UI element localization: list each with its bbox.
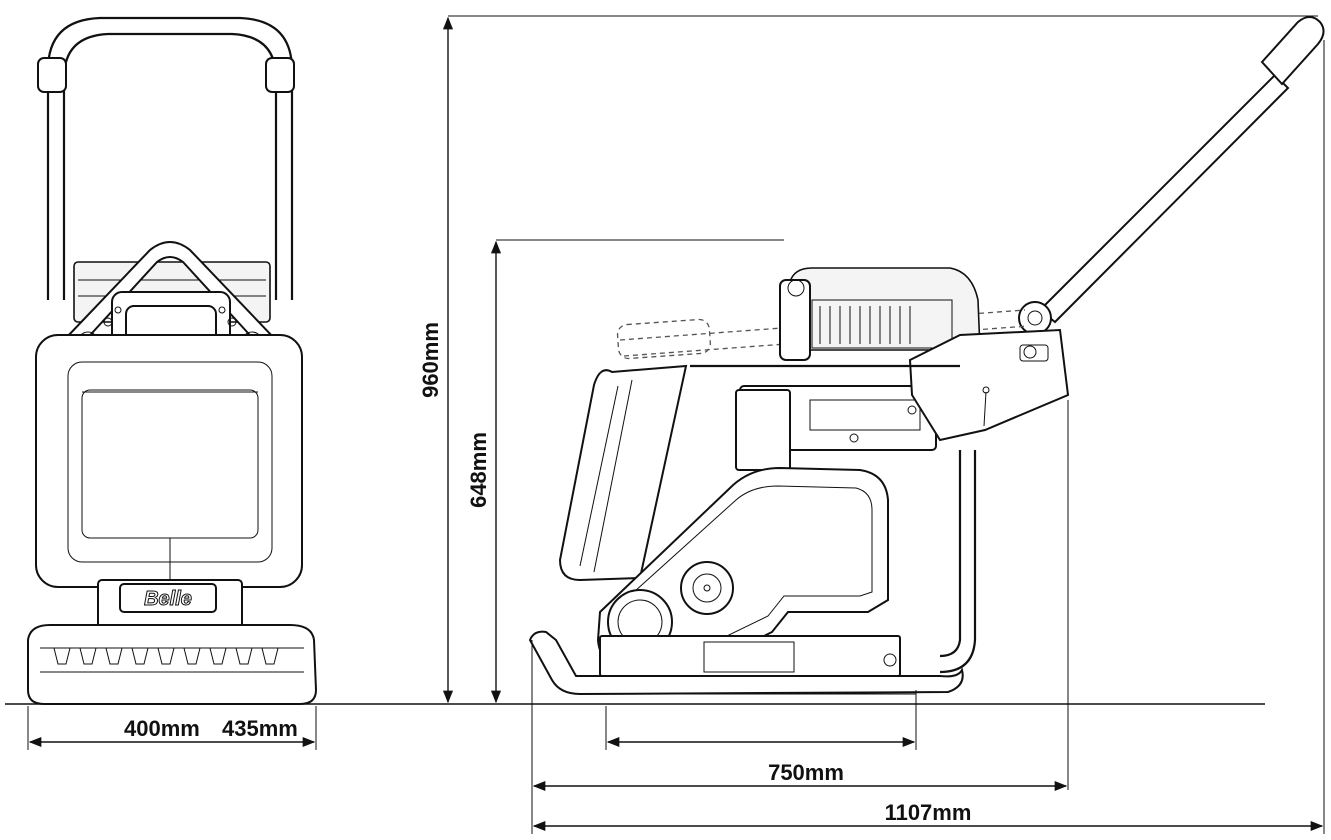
outer-width-label: 435mm [222,716,298,741]
dim-overall-length: 1107mm [532,40,1325,834]
dim-machine-length [531,400,1069,834]
dim-machine-height: 648mm [466,239,784,704]
front-guard [35,334,303,588]
dim-front-width: 400mm 435mm [27,706,317,750]
base-width-label: 400mm [124,716,200,741]
brand-label: Belle [144,588,192,610]
side-view [528,16,1325,705]
dim-overall-height: 960mm [418,15,1318,704]
front-base-plate [27,624,318,705]
overall-height-label: 960mm [418,322,443,398]
side-base-plate [528,630,964,705]
front-view: Belle [27,16,318,705]
side-handle [1018,16,1325,335]
overall-length-label: 1107mm [885,800,972,825]
plate-length-label: 750mm [768,760,844,785]
dim-plate-length: 750mm [605,690,917,785]
side-engine [735,267,981,471]
side-front-cover [558,364,688,582]
machine-height-label: 648mm [466,432,491,508]
front-handle [37,16,295,300]
side-handle-bracket [908,328,1070,442]
